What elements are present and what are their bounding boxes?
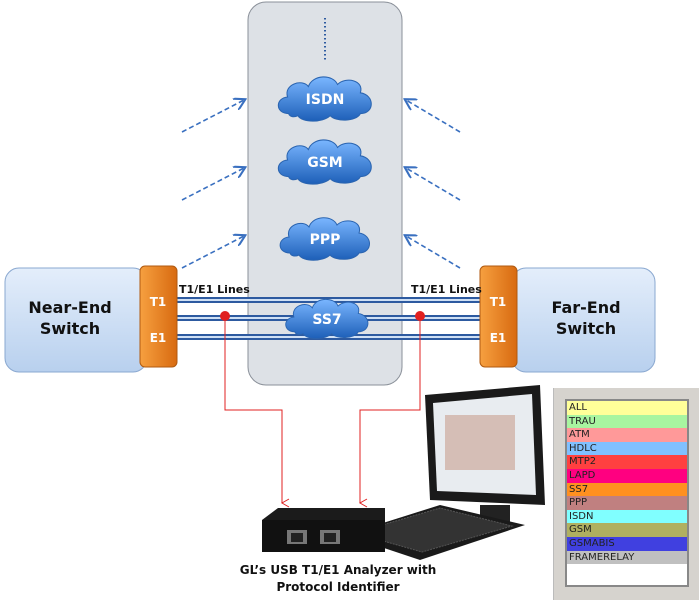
dashed-arrows: [181, 100, 461, 269]
svg-text:Switch: Switch: [40, 319, 100, 338]
svg-text:SS7: SS7: [312, 312, 341, 328]
usb-analyzer-device-icon: [262, 508, 385, 552]
protocol-list-item[interactable]: ATM: [567, 428, 687, 442]
probe-point-right: [415, 311, 425, 321]
svg-text:Far-End: Far-End: [551, 298, 620, 317]
protocol-list-item[interactable]: GSMABIS: [567, 536, 687, 551]
protocol-list-item[interactable]: LAPD: [567, 468, 687, 483]
caption-line2: Protocol Identifier: [276, 580, 399, 594]
probe-point-left: [220, 311, 230, 321]
far-end-switch: Far-End Switch T1 E1: [479, 265, 656, 373]
cloud-isdn: ISDN: [277, 76, 372, 122]
svg-text:T1: T1: [150, 295, 167, 309]
caption-line1: GL’s USB T1/E1 Analyzer with: [240, 563, 437, 577]
cloud-ppp: PPP: [279, 217, 370, 261]
svg-text:E1: E1: [490, 331, 507, 345]
svg-text:T1: T1: [490, 295, 507, 309]
lines-label-right: T1/E1 Lines: [411, 283, 482, 296]
protocol-list-item[interactable]: ISDN: [567, 509, 687, 524]
probe-connections: [224, 316, 421, 508]
lines-label-left: T1/E1 Lines: [179, 283, 250, 296]
protocol-list-item[interactable]: ALL: [567, 401, 687, 415]
svg-text:Switch: Switch: [556, 319, 616, 338]
cloud-ss7: SS7: [285, 298, 369, 339]
protocol-list-item[interactable]: MTP2: [567, 455, 687, 469]
protocol-list-item[interactable]: GSM: [567, 523, 687, 537]
cloud-gsm: GSM: [277, 139, 372, 185]
svg-text:PPP: PPP: [310, 232, 341, 248]
protocol-list-item[interactable]: SS7: [567, 482, 687, 497]
svg-text:E1: E1: [150, 331, 167, 345]
protocol-list-item[interactable]: HDLC: [567, 441, 687, 456]
svg-text:GSM: GSM: [307, 155, 343, 171]
protocol-list-item[interactable]: PPP: [567, 496, 687, 510]
protocol-list-item[interactable]: TRAU: [567, 414, 687, 429]
near-end-switch: Near-End Switch T1 E1: [4, 265, 178, 373]
svg-text:Near-End: Near-End: [28, 298, 111, 317]
protocol-list-item[interactable]: FRAMERELAY: [567, 550, 687, 565]
svg-text:ISDN: ISDN: [306, 92, 345, 108]
keyboard-icon: [345, 505, 525, 560]
